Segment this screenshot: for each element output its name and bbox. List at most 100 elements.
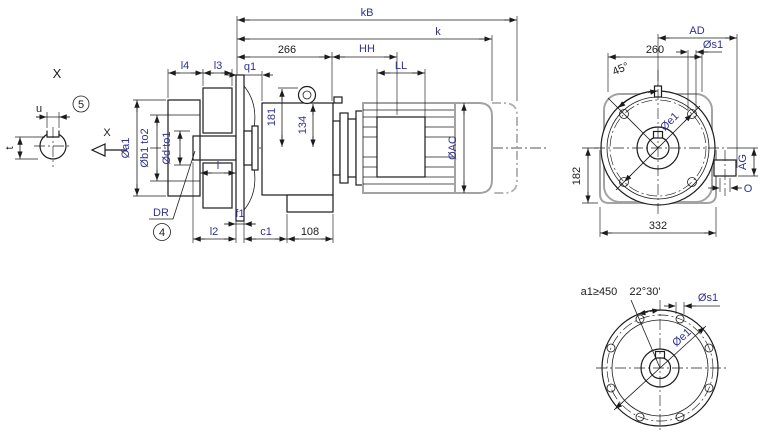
e1b-diagonal [613, 325, 707, 411]
dim-181: 181 [266, 108, 278, 126]
dim182-ticks [582, 147, 598, 204]
dim-a1-min: a1≥450 [581, 286, 618, 298]
motor-fin-outer [363, 109, 455, 185]
dim-f1: f1 [235, 208, 244, 220]
flange-view: 22°30' a1≥450 Øs1 Øe1 [581, 286, 726, 430]
e1b-arrow-tr [696, 326, 705, 335]
housing-upper-block [202, 87, 233, 134]
gear-housing [261, 102, 334, 196]
dim-kB: kB [361, 7, 374, 19]
adapter-step-1 [332, 120, 341, 176]
angle45-arrow-l [618, 101, 627, 108]
housing-lower-block [202, 162, 233, 209]
section-arrow-head [90, 143, 106, 157]
dim-l2: l2 [210, 226, 219, 238]
front-hole-2 [687, 109, 697, 119]
flange-hole-7 [675, 412, 685, 422]
dim-182: 182 [571, 167, 583, 185]
housing-front-curve [243, 85, 256, 211]
mounting-flange-plate [235, 74, 245, 222]
O-extensions [719, 178, 731, 192]
balloon-5-circle [72, 95, 90, 113]
dim-u: u [36, 103, 42, 115]
dim-260: 260 [646, 44, 664, 56]
front-bolt-circle [609, 99, 707, 197]
motor-stator [376, 116, 426, 178]
angle2230-arrow-r [649, 308, 660, 314]
housing-top-lug [333, 96, 343, 104]
flange-hole-8 [635, 412, 645, 422]
dim332-extensions [599, 207, 717, 237]
dim-DR: DR [153, 207, 169, 219]
flange-hole-4 [606, 343, 616, 353]
dim-a1: Øa1 [120, 138, 132, 159]
left-dia-ticks [133, 99, 190, 197]
flange-hole-1 [675, 314, 685, 324]
e1-arrow-bl [624, 173, 633, 182]
shaft-step-2 [251, 125, 259, 171]
section-label: X [103, 127, 111, 139]
dim-332: 332 [649, 220, 667, 232]
dim260-extensions [607, 34, 703, 92]
motor-endbell-2 [355, 110, 364, 186]
dim-l4: l4 [181, 60, 190, 72]
dim-l3: l3 [214, 60, 223, 72]
s1-extensions [687, 50, 697, 110]
front-hole-4 [687, 177, 697, 187]
dim-AC: ØAC [447, 136, 459, 160]
motor-body [362, 102, 493, 194]
e1-arrow-tr [683, 114, 692, 123]
dim-O: O [744, 183, 753, 195]
u-extension-lines [46, 112, 60, 128]
dim-2230: 22°30' [630, 286, 661, 298]
flange-step-lines [168, 114, 200, 182]
angle45-arrow-t [647, 89, 658, 95]
dim-s1-front: Øs1 [703, 39, 723, 51]
motor-fins [363, 116, 455, 178]
dim-q1: q1 [244, 61, 256, 73]
dim-HH: HH [359, 43, 375, 55]
DR-leader [149, 150, 196, 220]
fan-cowl-phantom [492, 102, 518, 194]
front-hole-3 [619, 177, 629, 187]
dim-d: Ød to1 [161, 131, 173, 164]
adapter-step-2 [339, 112, 349, 184]
angle2230-radial [630, 299, 661, 369]
detail-title: X [53, 66, 62, 81]
side-view: kB k 266 HH q1 LL l4 l3 181 [120, 7, 548, 243]
front-centerlines [594, 70, 730, 214]
e1b-arrow-bl [615, 401, 624, 410]
dim-k: k [435, 26, 441, 38]
flange-hole-3 [704, 343, 714, 353]
detail-centerlines [34, 127, 72, 167]
balloon-4: 4 [159, 227, 165, 239]
front-hole-1 [619, 109, 629, 119]
eyebolt-ring [297, 85, 317, 105]
AG-ticks [730, 147, 758, 177]
dim-AD: AD [689, 25, 704, 37]
flange-hole-5 [704, 383, 714, 393]
eyebolt-hole [302, 90, 312, 100]
housing-foot [286, 194, 334, 213]
balloon-5: 5 [78, 99, 84, 111]
flange-centerlines [596, 300, 726, 430]
dim-108: 108 [301, 226, 319, 238]
angle45-radial [607, 97, 659, 149]
shaft-detail-view: X u 5 t X [4, 66, 127, 167]
angle2230-arrow-l [638, 309, 649, 316]
s1b-extensions [675, 302, 685, 314]
dim-s1-flange: Øs1 [698, 292, 718, 304]
dim-l: l [217, 160, 219, 172]
front-view: 45° 260 AD Øs1 Øe1 182 33 [571, 25, 758, 237]
dim-266: 266 [278, 44, 296, 56]
dim-LL: LL [395, 60, 407, 72]
flange-hole-6 [606, 383, 616, 393]
dim-134: 134 [297, 116, 309, 134]
dim-b1: Øb1 to2 [139, 128, 151, 167]
bottom-extension-lines [192, 162, 334, 243]
dim-AG: AG [737, 154, 749, 170]
shaft-step-1 [243, 130, 253, 166]
dim-t: t [4, 146, 16, 149]
